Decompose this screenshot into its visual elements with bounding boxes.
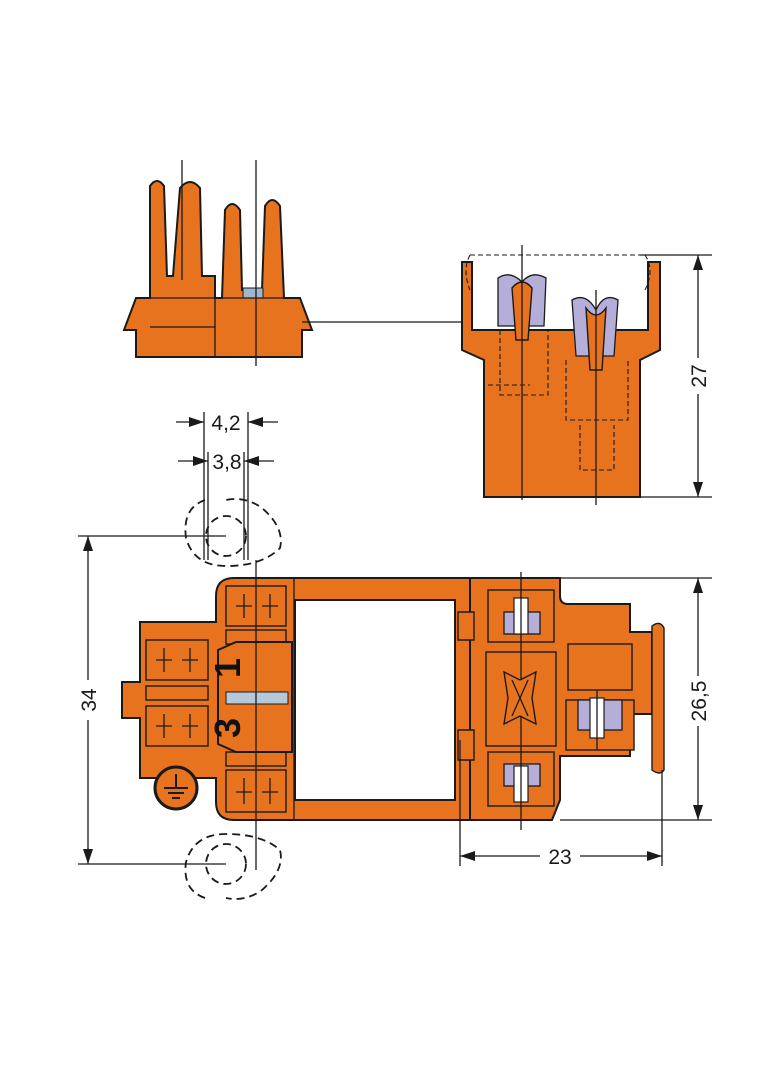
dimension-3-8: 3,8: [178, 451, 274, 560]
mounting-lug-top: [184, 498, 282, 567]
dimension-4-2-label: 4,2: [211, 412, 240, 435]
mounting-lug-bottom: [184, 833, 282, 900]
front-view-housing: 1 3: [121, 560, 471, 870]
connector-face: [457, 572, 665, 830]
dimension-27-label: 27: [688, 364, 711, 387]
side-view-right: [461, 245, 661, 505]
dimension-34-label: 34: [78, 688, 101, 712]
dimension-3-8-label: 3,8: [212, 451, 241, 474]
ground-symbol-icon: [153, 765, 199, 811]
dimension-23: 23: [459, 740, 663, 869]
dimension-26-5-label: 26,5: [688, 681, 711, 722]
dimension-4-2: 4,2: [176, 412, 278, 560]
pole-marking-1: 1: [207, 658, 248, 678]
dimension-27: 27: [640, 254, 712, 498]
marking-plate: 1 3: [207, 560, 293, 870]
dimension-26-5: 26,5: [560, 577, 712, 821]
side-view-left: [122, 160, 470, 366]
pole-marking-3: 3: [207, 718, 248, 738]
dimension-34: 34: [76, 535, 226, 865]
dimension-23-label: 23: [548, 846, 571, 869]
